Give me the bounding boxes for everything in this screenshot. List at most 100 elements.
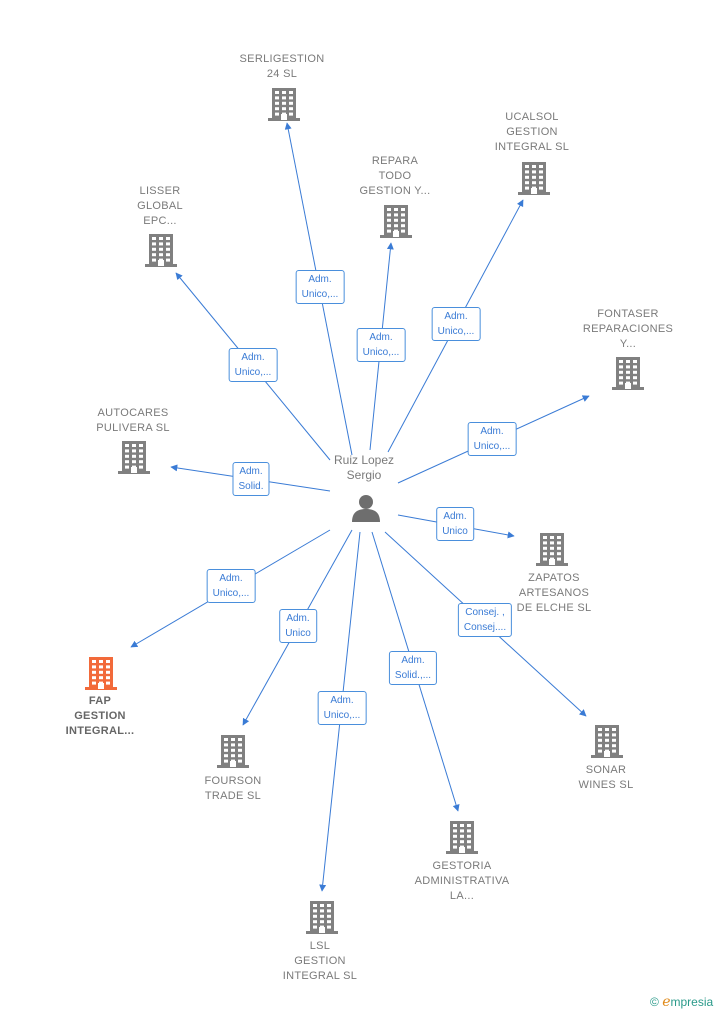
- company-label-lsl[interactable]: LSL GESTION INTEGRAL SL: [283, 939, 357, 984]
- person-icon[interactable]: [352, 495, 380, 522]
- company-label-line: Y...: [619, 338, 637, 350]
- company-label-line: 24 SL: [266, 68, 298, 80]
- building-icon[interactable]: [85, 657, 117, 690]
- relation-label-repara[interactable]: Adm. Unico,...: [356, 328, 406, 362]
- company-label-serligestion[interactable]: SERLIGESTION 24 SL: [240, 52, 325, 82]
- company-label-line: SERLIGESTION: [239, 53, 325, 65]
- company-label-line: ARTESANOS: [518, 587, 590, 599]
- relation-label-gestoria[interactable]: Adm.Solid.,...: [388, 651, 438, 685]
- company-label-autocares[interactable]: AUTOCARES PULIVERA SL: [96, 406, 170, 436]
- relation-label-zapatos[interactable]: Adm. Unico: [436, 507, 474, 541]
- relation-label-line: Unico: [442, 526, 468, 537]
- company-label-line: EPC...: [143, 215, 177, 227]
- company-label-line: ZAPATOS: [528, 572, 580, 584]
- company-label-line: INTEGRAL...: [65, 725, 135, 737]
- company-label-gestoria[interactable]: GESTORIA ADMINISTRATIVA LA...: [415, 859, 510, 904]
- company-label-lisser[interactable]: LISSER GLOBAL EPC...: [137, 184, 183, 229]
- relation-label-line: Unico,...: [362, 347, 400, 358]
- company-label-line: WINES SL: [578, 779, 634, 791]
- company-label-line: INTEGRAL SL: [282, 970, 358, 982]
- relation-label-line: Consej....: [463, 622, 507, 633]
- company-label-line: TRADE SL: [204, 790, 262, 802]
- building-icon[interactable]: [380, 205, 412, 238]
- company-label-line: INTEGRAL SL: [494, 141, 570, 153]
- relation-label-line: Unico,...: [323, 710, 361, 721]
- company-label-zapatos[interactable]: ZAPATOS ARTESANOS DE ELCHE SL: [517, 571, 592, 616]
- brand-name: mpresia: [670, 995, 714, 1009]
- brand-watermark: © empresia: [650, 994, 713, 1010]
- relation-label-fontaser[interactable]: Adm. Unico,...: [467, 422, 517, 456]
- relation-label-lisser[interactable]: Adm. Unico,...: [228, 348, 278, 382]
- company-label-sonar[interactable]: SONAR WINES SL: [579, 763, 634, 793]
- company-label-line: GLOBAL: [137, 200, 183, 212]
- company-label-line: LSL: [309, 940, 331, 952]
- building-icon[interactable]: [591, 725, 623, 758]
- relation-label-sonar[interactable]: Consej. , Consej....: [457, 603, 513, 637]
- relation-label-line: Adm.: [369, 332, 393, 343]
- relation-label-line: Unico,...: [212, 588, 250, 599]
- company-label-line: FONTASER: [597, 308, 659, 320]
- relation-label-lsl[interactable]: Adm. Unico,...: [317, 691, 367, 725]
- relation-label-line: Unico,...: [301, 289, 339, 300]
- company-label-fontaser[interactable]: FONTASER REPARACIONES Y...: [583, 307, 673, 352]
- copyright-symbol: ©: [650, 995, 659, 1009]
- center-person-name[interactable]: Ruiz Lopez Sergio: [334, 453, 394, 483]
- company-label-line: TODO: [378, 170, 412, 182]
- building-icon[interactable]: [145, 234, 177, 267]
- company-label-fap[interactable]: FAP GESTION INTEGRAL...: [66, 694, 135, 739]
- company-label-line: AUTOCARES: [97, 407, 169, 419]
- company-label-line: PULIVERA SL: [96, 422, 170, 434]
- relation-label-line: Unico,...: [473, 441, 511, 452]
- relation-label-fap[interactable]: Adm.Unico,...: [206, 569, 256, 603]
- building-icon[interactable]: [446, 821, 478, 854]
- building-icon[interactable]: [536, 533, 568, 566]
- relation-label-ucalsol[interactable]: Adm. Unico,...: [431, 307, 481, 341]
- company-label-repara[interactable]: REPARA TODO GESTION Y...: [359, 154, 430, 199]
- company-label-line: REPARACIONES: [582, 323, 674, 335]
- relation-label-line: Adm.: [401, 655, 425, 666]
- relation-label-line: Unico,...: [234, 367, 272, 378]
- relation-label-serligestion[interactable]: Adm. Unico,...: [295, 270, 345, 304]
- edges-layer: [130, 122, 590, 892]
- company-label-line: GESTORIA: [432, 860, 492, 872]
- company-label-line: REPARA: [371, 155, 419, 167]
- building-icon[interactable]: [518, 162, 550, 195]
- icons-layer: [85, 88, 644, 934]
- relation-label-line: Adm.: [330, 695, 354, 706]
- relation-label-fourson[interactable]: Adm. Unico: [279, 609, 317, 643]
- building-icon[interactable]: [268, 88, 300, 121]
- center-name-line-1: Ruiz Lopez: [333, 453, 395, 467]
- relation-label-line: Adm.: [286, 613, 310, 624]
- relation-label-line: Unico: [285, 628, 311, 639]
- company-label-line: FOURSON: [204, 775, 262, 787]
- company-label-line: GESTION: [74, 710, 126, 722]
- building-icon[interactable]: [306, 901, 338, 934]
- relation-label-line: Adm.: [239, 466, 263, 477]
- building-icon[interactable]: [612, 357, 644, 390]
- company-label-line: DE ELCHE SL: [516, 602, 592, 614]
- relation-label-line: Adm.: [241, 352, 265, 363]
- relation-label-line: Unico,...: [437, 326, 475, 337]
- relation-label-autocares[interactable]: Adm. Solid.: [232, 462, 270, 496]
- building-icon[interactable]: [217, 735, 249, 768]
- company-label-line: ADMINISTRATIVA: [414, 875, 510, 887]
- building-icon[interactable]: [118, 441, 150, 474]
- relation-label-line: Adm.: [308, 274, 332, 285]
- company-label-line: SONAR: [585, 764, 627, 776]
- brand-initial: e: [662, 994, 671, 1010]
- center-name-line-2: Sergio: [346, 468, 382, 482]
- company-label-line: GESTION Y...: [359, 185, 431, 197]
- relation-label-line: Consej. ,: [465, 607, 505, 618]
- company-label-line: FAP: [88, 695, 112, 707]
- company-label-line: LA...: [449, 890, 475, 902]
- relation-label-line: Adm.: [443, 511, 467, 522]
- company-label-line: GESTION: [294, 955, 346, 967]
- company-label-line: LISSER: [139, 185, 181, 197]
- relation-label-line: Adm.: [444, 311, 468, 322]
- relation-label-line: Solid.: [238, 481, 264, 492]
- company-label-fourson[interactable]: FOURSON TRADE SL: [204, 774, 261, 804]
- relation-label-line: Adm.: [480, 426, 504, 437]
- company-label-line: UCALSOL: [505, 111, 559, 123]
